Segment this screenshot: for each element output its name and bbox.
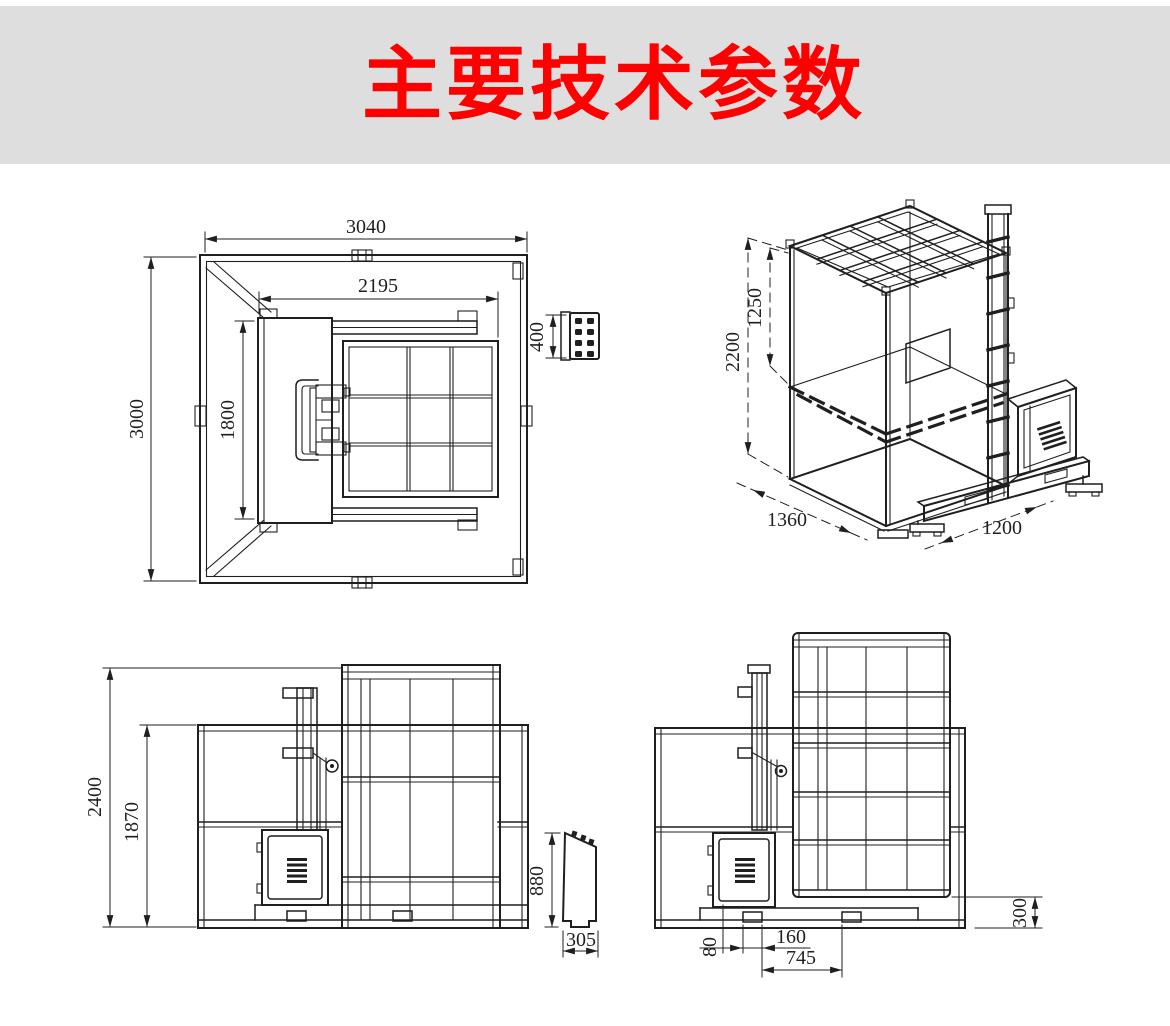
plan-view-drawing: 3040 3000 2195 1800 400 bbox=[126, 216, 600, 589]
dim-plan-overall-depth: 3000 bbox=[126, 399, 148, 439]
isometric-view-drawing: 2200 1250 1360 1200 bbox=[722, 199, 1103, 550]
dim-plan-overall-width: 3040 bbox=[346, 216, 386, 238]
dim-pump-depth: 305 bbox=[566, 929, 596, 951]
mast-raised bbox=[737, 664, 788, 831]
dim-iso-base-width: 1200 bbox=[982, 517, 1022, 539]
dim-pump-height: 880 bbox=[526, 866, 548, 896]
dim-iso-base-depth: 1360 bbox=[767, 509, 807, 531]
dim-plan-platform-width: 2195 bbox=[358, 275, 398, 297]
dim-plan-platform-depth: 1800 bbox=[217, 400, 239, 440]
dim-iso-upper-height: 1250 bbox=[744, 288, 766, 328]
cabinet-lowered bbox=[256, 829, 329, 906]
connector-detail bbox=[560, 311, 600, 361]
elevation-raised-drawing: 300 80 160 745 bbox=[654, 632, 1043, 978]
mast-lowered bbox=[282, 687, 339, 831]
title-banner: 主要技术参数 bbox=[0, 6, 1170, 164]
dim-elev-overall-height: 2400 bbox=[84, 777, 106, 817]
dim-plan-connector-height: 400 bbox=[526, 322, 548, 352]
page-title: 主要技术参数 bbox=[362, 40, 866, 129]
mast-ladder bbox=[984, 204, 1015, 503]
elevation-lowered-drawing: 2400 1870 880 305 bbox=[84, 664, 599, 958]
cabinet-raised bbox=[707, 832, 776, 908]
dim-platform-lift: 300 bbox=[1009, 898, 1031, 928]
dim-iso-overall-height: 2200 bbox=[722, 332, 744, 372]
pump-unit-profile: 880 305 bbox=[526, 830, 599, 958]
iso-power-cabinet bbox=[1006, 379, 1078, 486]
dim-slot-spacing: 745 bbox=[786, 947, 816, 969]
iso-dimensions: 2200 1250 1360 1200 bbox=[722, 237, 1054, 550]
elevation-raised-dimensions: 300 80 160 745 bbox=[699, 896, 1043, 978]
dim-elev-fence-height: 1870 bbox=[121, 802, 143, 842]
dim-slot-width: 160 bbox=[776, 926, 806, 948]
iso-base-rail bbox=[909, 456, 1103, 537]
plan-dimensions: 3040 3000 2195 1800 400 bbox=[126, 216, 567, 582]
elevation-lowered-dimensions: 2400 1870 bbox=[84, 667, 343, 928]
dim-slot-offset: 80 bbox=[699, 937, 721, 957]
